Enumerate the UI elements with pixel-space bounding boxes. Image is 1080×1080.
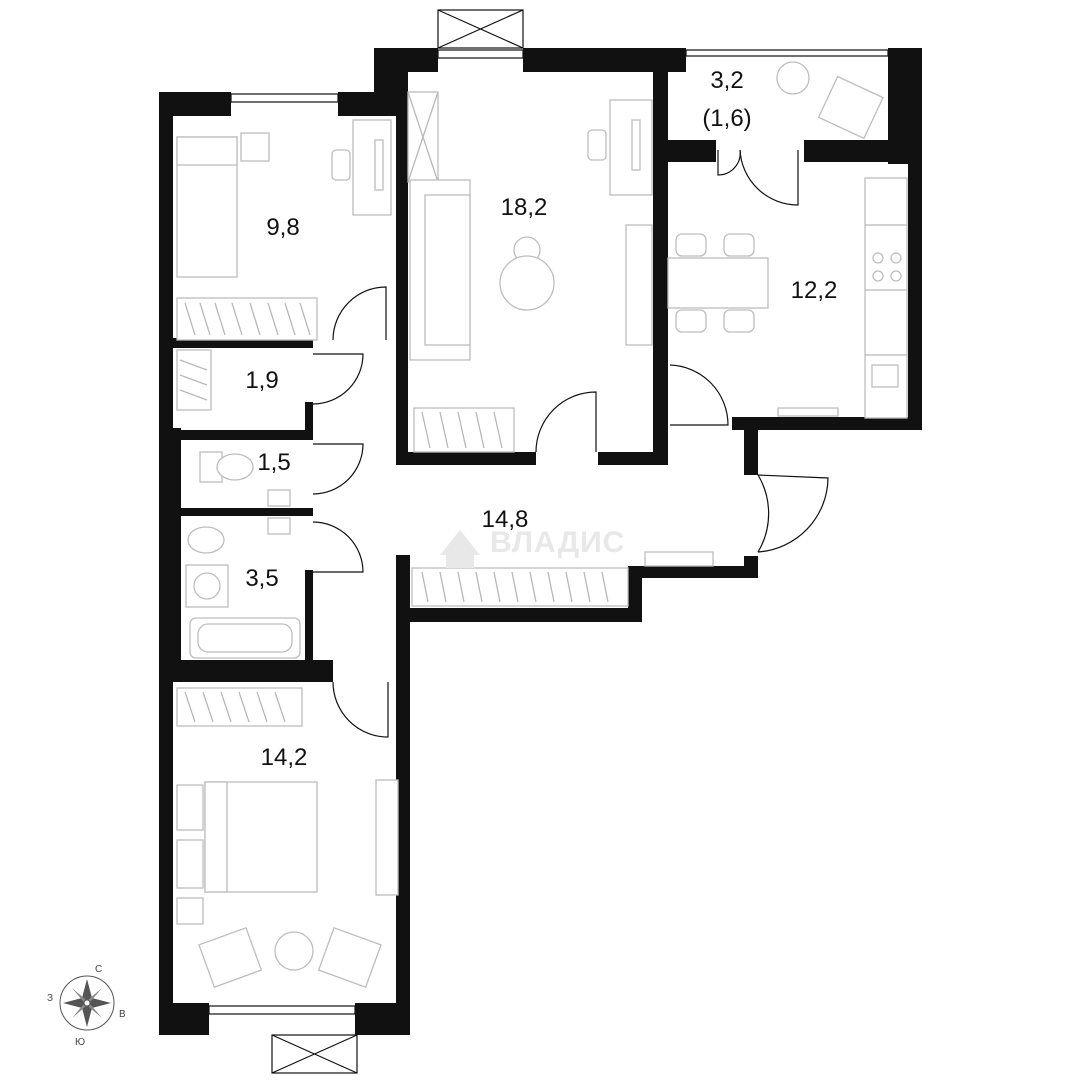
wall-toilet-bath [173,508,313,516]
wall-closet-top [173,338,313,348]
door-toilet [312,443,364,495]
chair-2 [723,233,755,257]
chair-4 [723,309,755,333]
door-living [535,391,597,453]
kitchen-shelf [777,407,839,417]
wall-top-left-a [159,92,231,116]
compass-south: Ю [75,1037,85,1048]
wall-balcony-bottom-a [668,140,716,162]
area-labels: 9,8 18,2 3,2 (1,6) 12,2 1,9 1,5 14,8 3,5… [245,67,837,771]
area-toilet: 1,5 [257,449,290,476]
door-closet [312,353,364,405]
monitor-living [631,119,641,171]
wall-hall-bottom-a [628,566,758,578]
doors [312,149,829,738]
kitchen-sink [871,364,899,388]
monitor-small [374,139,384,191]
door-balcony [739,149,799,206]
wall-bottom-a [159,1003,209,1035]
wall-bath-right [305,570,313,668]
chair-small [331,149,351,181]
desk-small [352,119,392,216]
compass-north: С [95,964,102,975]
window-master [208,1005,356,1015]
wall-living-left [396,72,408,465]
compass-east: В [119,1009,126,1020]
area-bedroom-small: 9,8 [266,214,299,241]
area-bedroom-master: 14,2 [261,744,308,771]
wall-living-right [653,48,668,465]
window-bedroom-small [230,93,339,103]
door-bathroom [312,521,364,573]
area-closet: 1,9 [245,367,278,394]
wall-kitchen-right [908,140,922,430]
wall-living-bottom-a [396,452,536,465]
balcony-armchair [817,75,884,140]
area-balcony-reduced: (1,6) [702,105,751,132]
wall-living-bottom-b [598,452,668,465]
tv-master [375,779,399,896]
pillow-b [176,839,204,889]
stove-burner [872,252,884,264]
area-living-room: 18,2 [501,194,548,221]
area-hallway: 14,8 [482,506,529,533]
wall-hall-right-a [744,417,758,475]
hall-bench [644,551,714,567]
toilet-bowl-bath [187,526,225,554]
compass-west: З [47,993,53,1004]
coffee-table [499,255,555,311]
nightstand [240,132,270,162]
window-living [437,49,524,59]
walls [159,48,922,1035]
armchair-left [198,926,263,988]
wall-master-right [396,555,410,1035]
side-table [274,931,314,971]
wall-bottom-b [355,1003,410,1035]
wall-balcony-bottom-b [804,140,922,162]
desk-living [609,99,653,196]
window-balcony [685,49,889,57]
watermark-text: ВЛАДИС [490,526,625,559]
tv-stand [625,224,653,346]
compass: С Ю В З [47,964,126,1048]
wall-hall-bottom-b [396,608,642,622]
wall-closet-right [305,402,313,440]
area-kitchen: 12,2 [791,277,838,304]
compass-ring-icon [59,975,115,1031]
area-bathroom: 3,5 [245,565,278,592]
windows [208,9,889,1074]
wall-hall-bottom-step [628,566,642,621]
wall-bath-bottom [173,660,333,682]
wall-top-living-a [374,48,438,72]
pillow-a [176,784,204,831]
door-bedroom-small [332,286,387,341]
sink-bath [267,517,291,535]
wall-bath-left [173,428,181,668]
watermark-house-icon [440,530,480,568]
sink-toilet [267,489,291,507]
door-entrance [757,474,770,553]
toilet-bowl [216,453,254,481]
wall-bath-top [173,430,313,440]
furniture [176,61,908,988]
dining-table [667,257,769,309]
compass-rose-icon [63,979,111,1027]
area-balcony: 3,2 [710,67,743,94]
wall-kitchen-bottom [732,417,922,430]
door-master [332,681,389,738]
wall-exterior-left [159,92,173,1035]
wardrobe-hall [411,567,629,607]
wardrobe-small [176,297,318,341]
armchair-right [317,926,382,988]
chair-living [587,129,607,161]
chair-3 [675,309,707,333]
chair-1 [675,233,707,257]
door-kitchen [669,364,729,426]
nightstand-master [176,897,204,925]
watermark: ВЛАДИС [440,526,625,568]
balcony-table [776,61,810,95]
wardrobe-living [413,407,515,453]
